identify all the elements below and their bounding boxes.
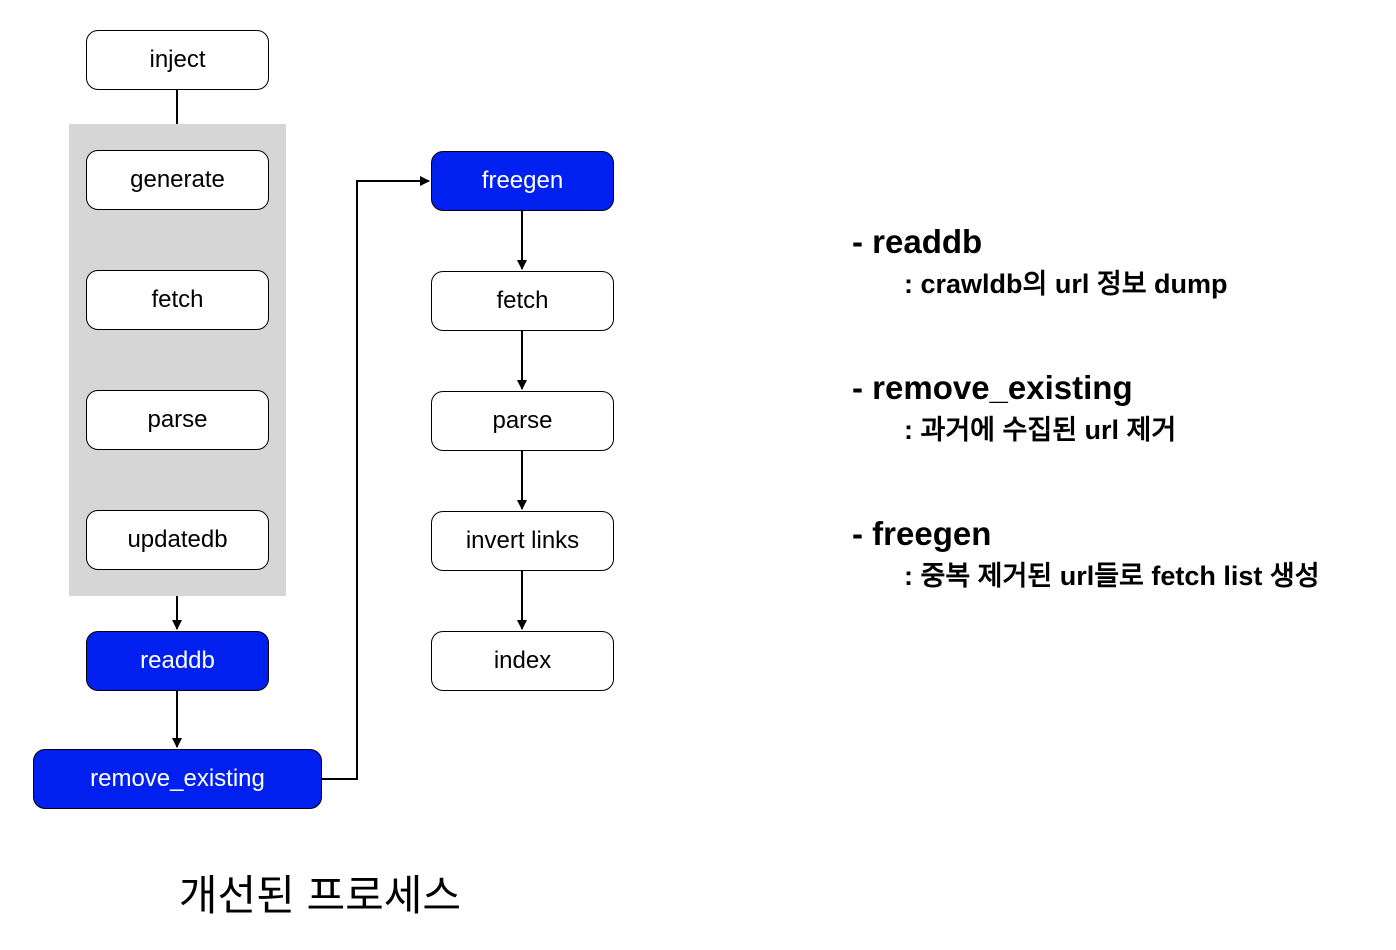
note-title: - readdb bbox=[852, 223, 983, 260]
note-description: : 중복 제거된 url들로 fetch list 생성 bbox=[904, 561, 1320, 591]
note-remove-existing: - remove_existing : 과거에 수집된 url 제거 bbox=[852, 366, 1176, 450]
note-freegen: - freegen : 중복 제거된 url들로 fetch list 생성 bbox=[852, 512, 1320, 596]
node-generate: generate bbox=[86, 150, 269, 210]
node-index: index bbox=[431, 631, 614, 691]
node-parse-2: parse bbox=[431, 391, 614, 451]
note-description: : crawldb의 url 정보 dump bbox=[904, 269, 1228, 299]
node-remove-existing: remove_existing bbox=[33, 749, 322, 809]
arrow-remove-existing-freegen bbox=[322, 176, 430, 780]
node-freegen: freegen bbox=[431, 151, 614, 211]
note-description: : 과거에 수집된 url 제거 bbox=[904, 415, 1177, 445]
node-invert-links: invert links bbox=[431, 511, 614, 571]
note-title: - freegen bbox=[852, 515, 992, 552]
node-parse: parse bbox=[86, 390, 269, 450]
node-fetch-2: fetch bbox=[431, 271, 614, 331]
note-title: - remove_existing bbox=[852, 369, 1133, 406]
note-readdb: - readdb : crawldb의 url 정보 dump bbox=[852, 220, 1228, 304]
node-readdb: readdb bbox=[86, 631, 269, 691]
node-fetch: fetch bbox=[86, 270, 269, 330]
node-updatedb: updatedb bbox=[86, 510, 269, 570]
node-inject: inject bbox=[86, 30, 269, 90]
diagram-caption: 개선된 프로세스 bbox=[178, 872, 462, 919]
